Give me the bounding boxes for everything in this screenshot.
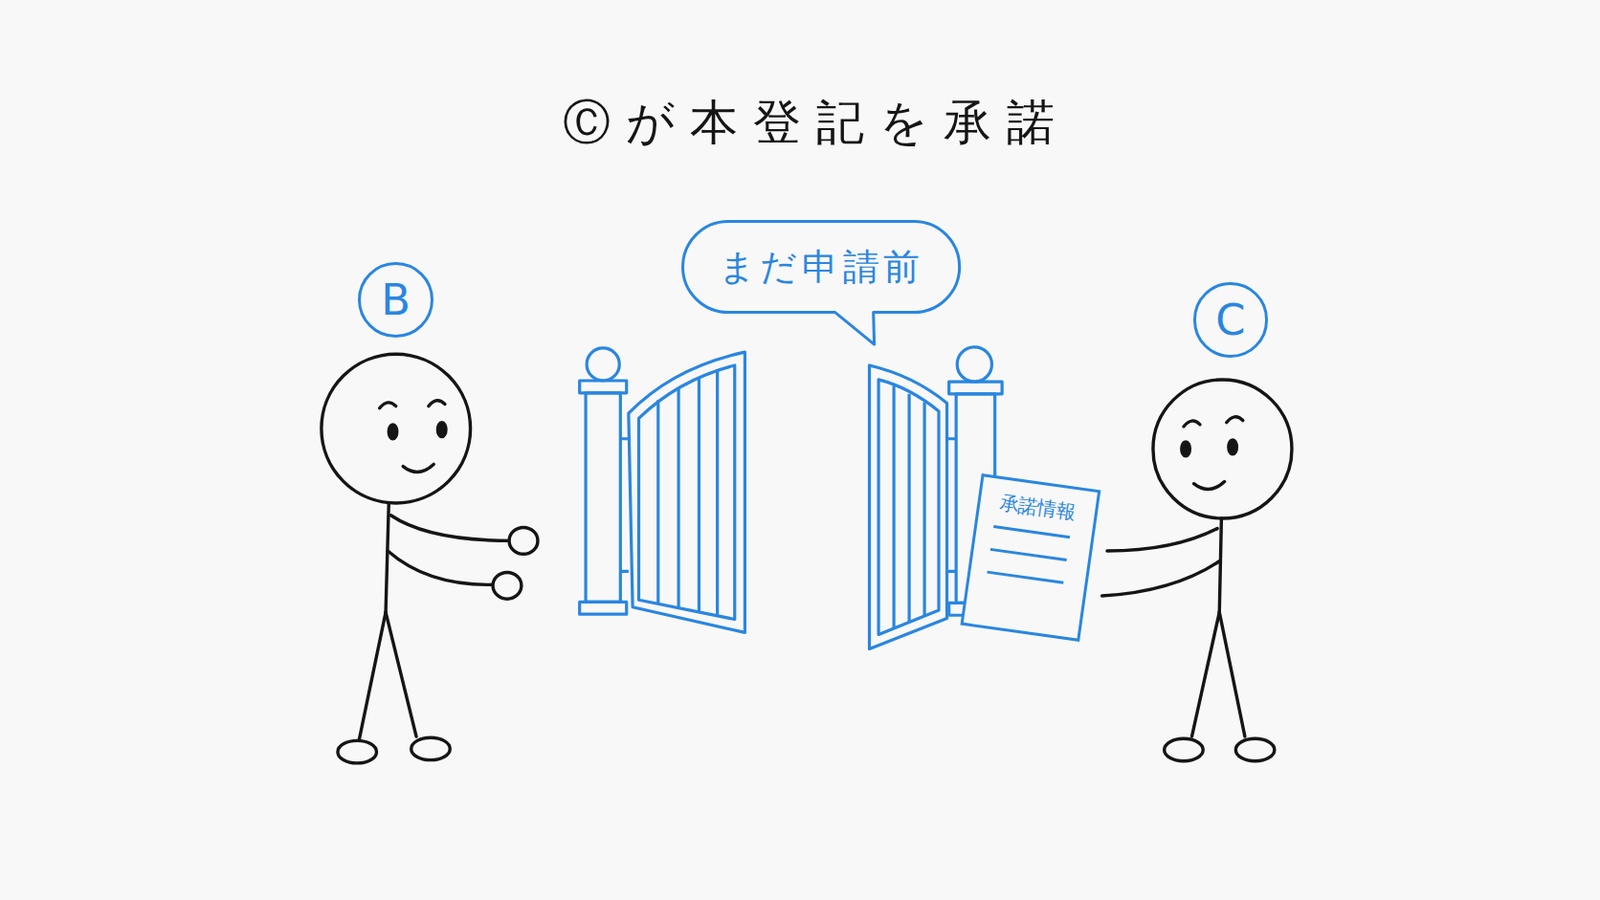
text-line: [987, 572, 1065, 583]
bubble-path: [683, 222, 960, 346]
document: 承諾情報: [960, 473, 1102, 643]
paper: [961, 475, 1099, 642]
circle-letter: C: [1215, 295, 1245, 345]
text-line: [993, 527, 1070, 538]
stick-figure-b: [321, 354, 538, 764]
speech-bubble: まだ申請前: [681, 220, 961, 314]
gate: [579, 347, 1002, 650]
bubble-text: まだ申請前: [718, 245, 925, 289]
text-line: [990, 550, 1067, 561]
circle-letter: B: [380, 275, 411, 325]
label-circle: C: [1193, 282, 1269, 358]
label-circle: B: [357, 262, 434, 338]
title: Ⓒが本登記を承諾: [562, 89, 1070, 155]
stick-figure-c: [1102, 379, 1292, 762]
